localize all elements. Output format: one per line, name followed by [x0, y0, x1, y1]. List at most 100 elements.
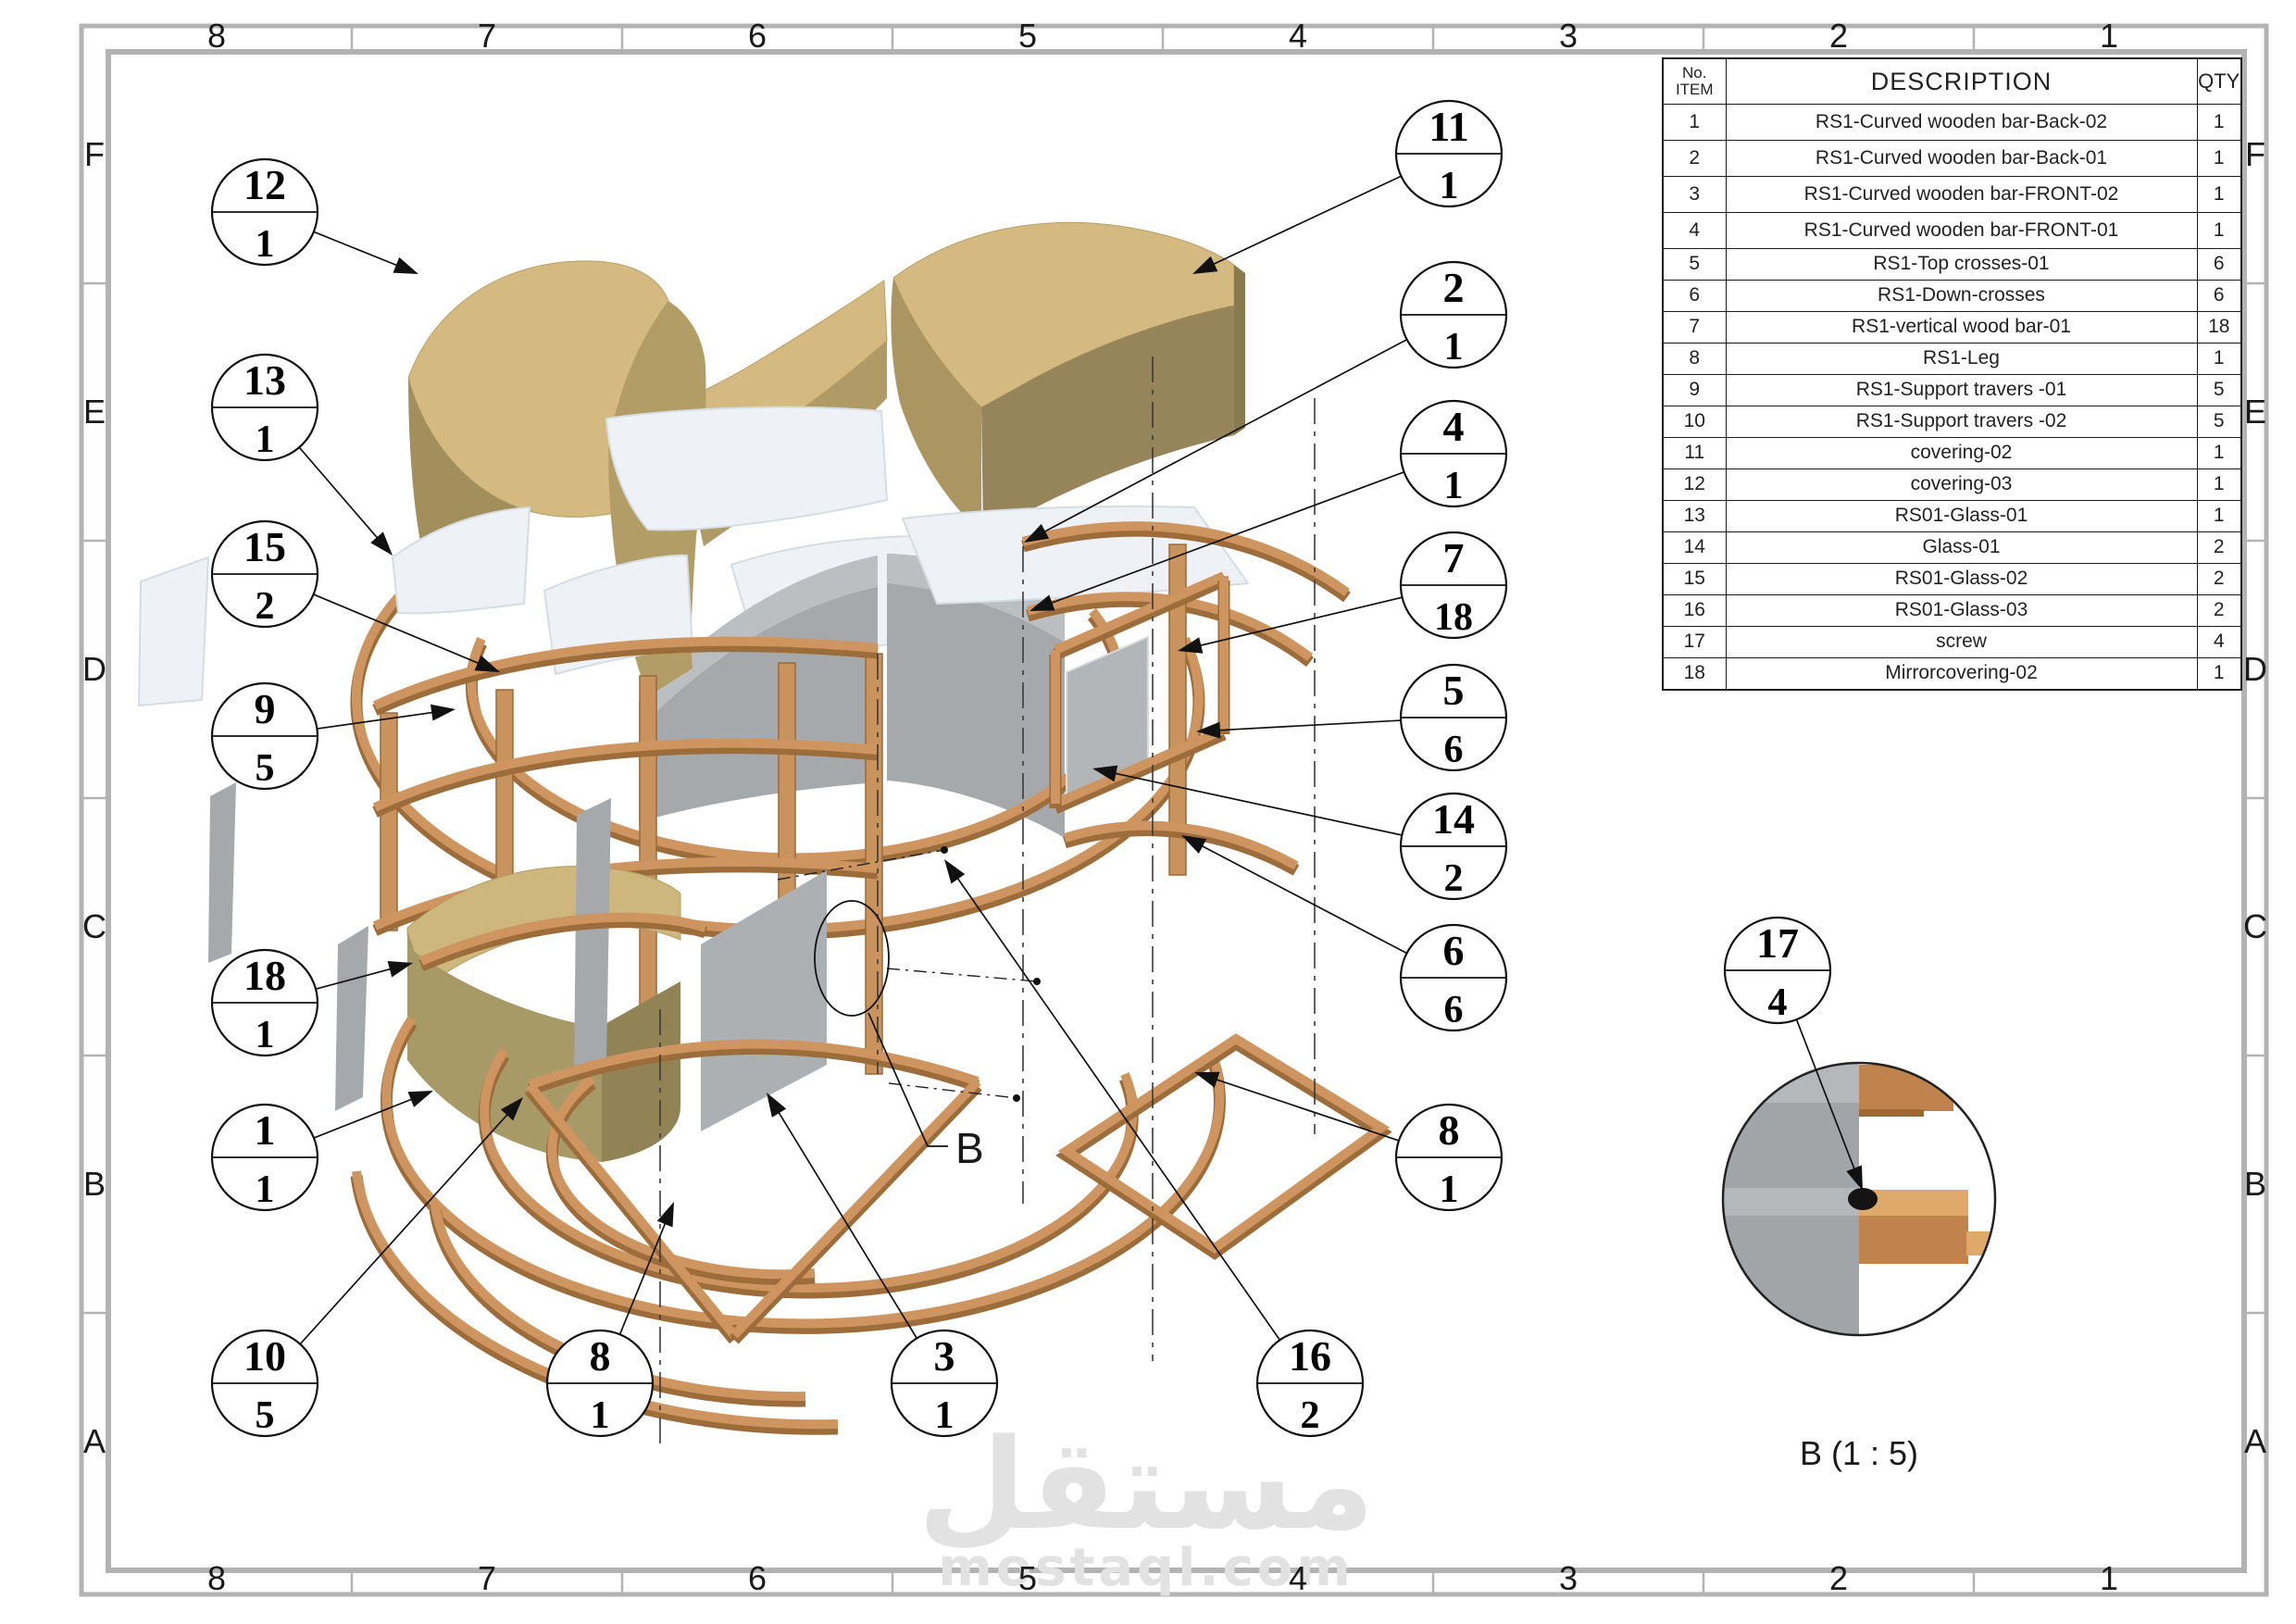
balloon-quantity: 2: [1444, 857, 1464, 900]
bom-header-item: No. ITEM: [1662, 57, 1727, 105]
detail-view-b: B (1 : 5): [1721, 1061, 1997, 1472]
balloon-item-8: 81: [1394, 1103, 1504, 1212]
watermark-url: mostaql.com: [938, 1538, 1354, 1598]
balloon-item-2: 21: [1399, 260, 1508, 369]
balloon-item-number: 6: [1443, 927, 1465, 974]
balloon-leader: [315, 961, 413, 991]
zone-column-label: 6: [748, 1559, 767, 1597]
balloon-item-13: 131: [210, 353, 319, 462]
zone-row-label: A: [83, 1422, 106, 1460]
glass-panel: [391, 506, 531, 615]
balloon-quantity: 1: [935, 1394, 955, 1437]
balloon-quantity: 2: [256, 585, 275, 628]
balloon-leader: [1092, 765, 1403, 836]
balloon-item-number: 2: [1443, 264, 1465, 311]
balloon-quantity: 6: [1444, 989, 1464, 1031]
zone-column-label: 6: [748, 17, 767, 55]
balloon-leader: [313, 1091, 433, 1139]
vertical-wood-bar: [1168, 543, 1187, 876]
balloon-item-number: 18: [243, 952, 286, 999]
zone-column-label: 7: [478, 17, 496, 55]
balloon-leader: [1181, 835, 1407, 955]
balloon-leader: [313, 231, 418, 274]
zone-row-label: E: [2244, 393, 2266, 431]
balloon-item-17: 174: [1723, 916, 1832, 1025]
balloon-item-16: 162: [1255, 1329, 1365, 1438]
zone-column-label: 4: [1289, 1559, 1307, 1597]
zone-column-label: 3: [1559, 17, 1578, 55]
balloon-leader: [1178, 596, 1403, 654]
construction-lines: [659, 356, 1316, 1444]
balloon-item-1: 11: [210, 1103, 319, 1212]
balloon-quantity: 1: [256, 1168, 275, 1211]
balloon-item-18: 181: [210, 948, 319, 1057]
balloon-item-3: 31: [890, 1329, 999, 1438]
balloon-item-number: 1: [255, 1106, 276, 1154]
zone-column-label: 8: [207, 1559, 226, 1597]
mirror-sliver: [335, 926, 368, 1111]
seat-cushion-block: [406, 866, 681, 1162]
balloon-item-7: 718: [1399, 531, 1508, 640]
balloon-item-number: 14: [1432, 795, 1475, 843]
balloon-item-15: 152: [210, 519, 319, 629]
balloon-leader: [1795, 1018, 1863, 1191]
balloon-item-9: 95: [210, 681, 319, 791]
bom-header-description: DESCRIPTION: [1725, 57, 2198, 105]
covering-right-cushion: [891, 221, 1245, 533]
balloon-item-number: 13: [243, 356, 286, 404]
balloon-item-number: 17: [1756, 919, 1799, 967]
watermark: مستقل mostaql.com: [917, 1412, 1375, 1598]
balloon-quantity: 6: [1444, 729, 1464, 771]
balloon-item-5: 56: [1399, 663, 1508, 772]
sheet-border: [79, 23, 2269, 1597]
balloon-quantity: 1: [256, 1014, 275, 1056]
zone-row-label: E: [83, 393, 106, 431]
zone-row-label: B: [83, 1165, 106, 1203]
balloon-item-number: 9: [255, 685, 276, 732]
zone-column-label: 5: [1018, 1559, 1037, 1597]
balloon-quantity: 1: [1444, 465, 1464, 507]
balloon-item-number: 11: [1429, 103, 1468, 150]
balloon-quantity: 2: [1301, 1394, 1320, 1437]
balloon-item-number: 8: [590, 1332, 611, 1380]
mirror-panel-center: [701, 870, 827, 1131]
balloon-quantity: 5: [256, 747, 275, 790]
balloon-item-number: 16: [1289, 1332, 1331, 1380]
balloon-quantity: 1: [256, 418, 275, 461]
balloon-item-number: 8: [1439, 1106, 1460, 1154]
zone-column-label: 2: [1829, 17, 1848, 55]
bom-header-qty: QTY: [2196, 57, 2242, 105]
vertical-wood-bar: [380, 712, 398, 931]
balloon-leader: [1029, 471, 1404, 611]
zone-column-label: 3: [1559, 1559, 1578, 1597]
balloon-leader: [317, 704, 455, 730]
zone-column-label: 8: [207, 17, 226, 55]
mirror-sliver: [574, 798, 611, 1079]
balloon-item-number: 5: [1443, 667, 1465, 714]
zone-column-label: 7: [478, 1559, 496, 1597]
zone-row-label: B: [2244, 1165, 2266, 1203]
balloon-item-10: 105: [210, 1329, 319, 1438]
glass-panel: [137, 556, 210, 707]
balloon-item-number: 15: [243, 523, 286, 570]
screw: [1848, 1188, 1878, 1210]
balloon-leader: [299, 1097, 523, 1345]
balloon-leader: [767, 1093, 917, 1339]
zone-column-label: 2: [1829, 1559, 1848, 1597]
zone-row-label: D: [2243, 650, 2267, 688]
balloon-quantity: 18: [1434, 596, 1473, 639]
